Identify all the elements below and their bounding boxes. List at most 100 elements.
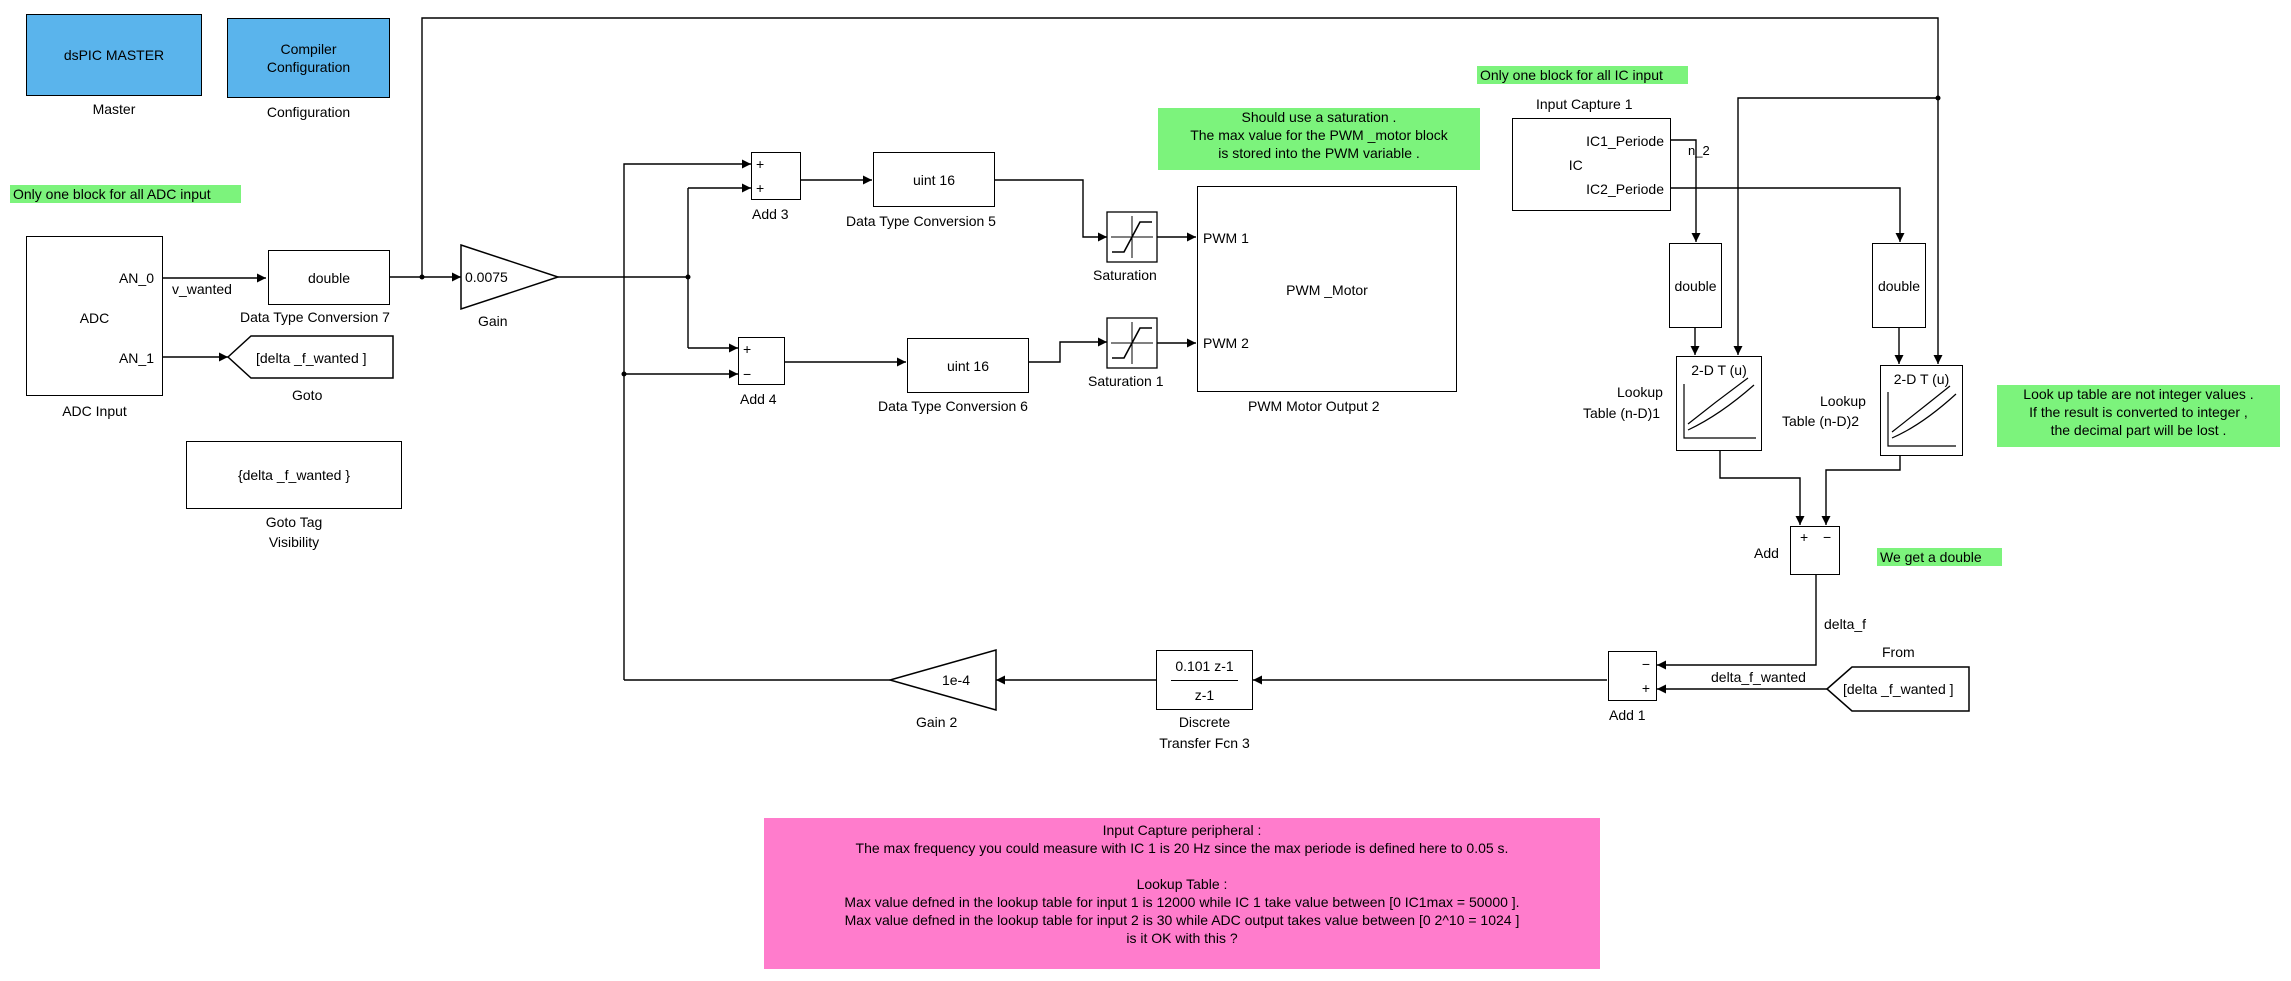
adc-port-an1: AN_1: [118, 350, 154, 366]
adc-block[interactable]: AN_0 ADC AN_1: [26, 236, 163, 396]
double1-text: double: [1674, 277, 1717, 294]
add3-sign2: +: [756, 180, 765, 196]
lut2-label1: Lookup: [1820, 393, 1866, 409]
add3-block[interactable]: + +: [751, 152, 801, 200]
master-block[interactable]: dsPIC MASTER: [26, 14, 202, 96]
signal-n2: n_2: [1688, 143, 1710, 158]
pwm-motor-block[interactable]: PWM 1 PWM _Motor PWM 2: [1197, 186, 1457, 392]
add3-sign1: +: [756, 156, 765, 172]
signal-delta-f: delta_f: [1824, 616, 1867, 632]
pwm-name: PWM _Motor: [1286, 282, 1368, 298]
tf-label1: Discrete: [1178, 714, 1231, 730]
dtc6-label: Data Type Conversion 6: [878, 398, 1028, 414]
adc-name: ADC: [79, 310, 110, 326]
add4-sign1: +: [743, 341, 752, 357]
wire-top-lut2: [421, 17, 1943, 364]
double2-block[interactable]: double: [1872, 243, 1926, 328]
dtc6-block[interactable]: uint 16: [907, 338, 1029, 393]
from-label: From: [1882, 644, 1915, 660]
add-label: Add: [1754, 545, 1779, 561]
goto-label: Goto: [292, 387, 323, 403]
goto-tag-block[interactable]: {delta _f_wanted }: [186, 441, 402, 509]
gain2-triangle: [887, 649, 997, 711]
gain-text: 0.0075: [465, 269, 508, 285]
gain-label: Gain: [478, 313, 508, 329]
goto-tag-label2: Visibility: [268, 534, 320, 550]
lookup-note: Look up table are not integer values . I…: [1997, 385, 2280, 447]
goto-shape: [226, 335, 394, 379]
ic-block[interactable]: IC1_Periode IC IC2_Periode: [1512, 118, 1671, 211]
lookup-note-line3: the decimal part will be lost .: [2050, 422, 2227, 438]
pink-note-line3: [764, 857, 1600, 875]
pink-note-line2: The max frequency you could measure with…: [855, 840, 1509, 856]
goto-tag-label1: Goto Tag: [265, 514, 323, 530]
lut2-block[interactable]: 2-D T (u): [1880, 365, 1963, 456]
lookup-note-line1: Look up table are not integer values .: [2023, 386, 2254, 402]
double-note: We get a double: [1877, 548, 2002, 566]
master-block-text: dsPIC MASTER: [63, 47, 165, 63]
pink-note-line7: is it OK with this ?: [1126, 930, 1238, 946]
add4-label: Add 4: [740, 391, 777, 407]
add4-block[interactable]: + −: [738, 337, 785, 385]
lut1-block[interactable]: 2-D T (u): [1676, 356, 1762, 451]
adc-note: Only one block for all ADC input: [10, 185, 241, 203]
ic-port1: IC1_Periode: [1586, 133, 1664, 149]
lut2-text: 2-D T (u): [1893, 371, 1950, 387]
add1-block[interactable]: − +: [1608, 651, 1657, 701]
tf-fraction-bar: [1171, 680, 1238, 681]
pink-note-line1: Input Capture peripheral :: [1102, 822, 1262, 838]
gain2-label: Gain 2: [916, 714, 958, 730]
saturation1-label: Saturation 1: [1088, 373, 1164, 389]
tf-block[interactable]: 0.101 z-1 z-1: [1156, 650, 1253, 710]
goto-text: [delta _f_wanted ]: [256, 350, 367, 366]
pwm-port1: PWM 1: [1203, 230, 1249, 246]
wire-ic2-double2: [1670, 187, 1905, 242]
wire-dtc5-sat: [995, 179, 1107, 242]
saturation-note-line3: is stored into the PWM variable .: [1218, 145, 1420, 161]
adc-label: ADC Input: [62, 403, 127, 419]
add-sign2: −: [1823, 529, 1832, 545]
wire-ic1-double1: [1670, 139, 1701, 242]
dtc5-text: uint 16: [912, 171, 956, 188]
saturation-note: Should use a saturation . The max value …: [1158, 108, 1480, 170]
junction-dot: [419, 274, 425, 280]
gain2-text: 1e-4: [941, 672, 971, 688]
config-block[interactable]: Compiler Configuration: [227, 18, 390, 98]
input-capture-note: Input Capture peripheral : The max frequ…: [764, 818, 1600, 969]
master-label: Master: [92, 101, 136, 117]
dtc5-block[interactable]: uint 16: [873, 152, 995, 207]
saturation-label: Saturation: [1093, 267, 1157, 283]
add-block[interactable]: + −: [1790, 526, 1840, 575]
add-sign1: +: [1800, 529, 1809, 545]
wire-fb-add3: [623, 159, 751, 680]
from-shape: [1825, 666, 1970, 712]
saturation-note-line2: The max value for the PWM _motor block: [1190, 127, 1448, 143]
lut1-label1: Lookup: [1617, 384, 1663, 400]
config-label: Configuration: [266, 104, 351, 120]
pwm-port2: PWM 2: [1203, 335, 1249, 351]
junction-dot: [685, 274, 691, 280]
from-text: [delta _f_wanted ]: [1843, 681, 1954, 697]
signal-v-wanted: v_wanted: [172, 281, 232, 297]
wire-lut1-add: [1719, 450, 1805, 525]
lookup-curves: [1683, 377, 1957, 447]
signal-delta-f-wanted: delta_f_wanted: [1711, 669, 1806, 685]
wire-lut2-add: [1821, 455, 1901, 525]
double2-text: double: [1877, 277, 1921, 294]
tf-label2: Transfer Fcn 3: [1159, 735, 1250, 751]
ic-port2: IC2_Periode: [1586, 181, 1664, 197]
pwm-motor-label: PWM Motor Output 2: [1248, 398, 1380, 414]
dtc5-label: Data Type Conversion 5: [846, 213, 996, 229]
add4-sign2: −: [743, 366, 752, 382]
dtc6-text: uint 16: [946, 357, 990, 374]
dtc7-block[interactable]: double: [268, 250, 390, 305]
wire-dtc6-sat1: [1028, 337, 1107, 363]
ic-title: Input Capture 1: [1536, 96, 1633, 112]
pink-note-line5: Max value defned in the lookup table for…: [844, 894, 1520, 910]
pink-note-line4: Lookup Table :: [1136, 876, 1228, 892]
tf-denominator: z-1: [1194, 687, 1215, 703]
add1-sign2: +: [1641, 680, 1650, 696]
double1-block[interactable]: double: [1669, 243, 1722, 328]
ic-note: Only one block for all IC input: [1477, 66, 1688, 84]
